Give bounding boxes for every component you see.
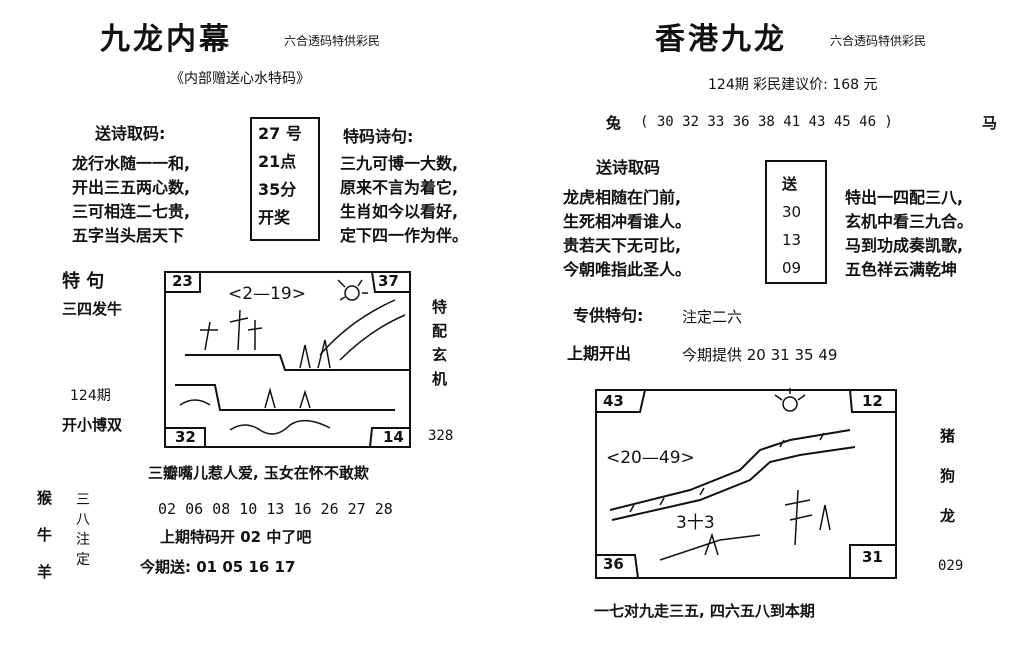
left-issue: 124期 <box>70 388 111 404</box>
right-rabbit-numbers: ( 30 32 33 36 38 41 43 45 46 ) <box>640 114 893 130</box>
side-char: 机 <box>432 370 448 388</box>
left-poem: 三九可博一大数, 原来不言为着它, 生肖如今以看好, 定下四一作为伴。 <box>340 152 468 248</box>
side-zodiac-item: 狗 <box>940 467 956 485</box>
right-side-number: 029 <box>938 558 964 574</box>
right-side-zodiac: 猪 狗 龙 <box>940 416 955 536</box>
side-zodiac-item: 龙 <box>940 507 956 525</box>
right-special-text: 注定二六 <box>682 308 743 326</box>
zodiac-item: 猴 <box>37 489 53 507</box>
right-poem: 特出一四配三八, 玄机中看三九合。 马到功成奏凯歌, 五色祥云满乾坤 <box>845 186 973 282</box>
right-special-label: 专供特句: <box>573 306 644 325</box>
left-corner-tr: 37 <box>378 272 399 290</box>
left-this-issue: 今期送: 01 05 16 17 <box>140 558 296 576</box>
right-title: 香港九龙 <box>655 22 787 57</box>
side-char: 特 <box>432 298 448 316</box>
left-side-vertical: 特 配 玄 机 <box>432 295 447 391</box>
right-rabbit-label: 兔 <box>606 114 622 132</box>
left-send-line: 三可相连二七贵, <box>72 202 191 221</box>
left-special-title: 特 句 <box>62 271 105 292</box>
right-box-number: 13 <box>782 231 802 249</box>
draw-minute: 35分 <box>258 180 297 199</box>
right-send-line: 龙虎相随在门前, <box>563 188 682 207</box>
right-poem-line: 马到功成奏凯歌, <box>845 236 964 255</box>
draw-hour: 21点 <box>258 152 297 171</box>
right-poem-line: 五色祥云满乾坤 <box>845 260 958 279</box>
right-sketch-mid: 3十3 <box>676 513 715 533</box>
right-send-title: 送诗取码 <box>596 158 661 177</box>
right-last-open: 上期开出 <box>567 344 632 363</box>
left-draw-info: 27 号 21点 35分 开奖 <box>258 120 302 232</box>
left-numbers: 02 06 08 10 13 16 26 27 28 <box>158 500 393 518</box>
left-poem-title: 特码诗句: <box>343 127 414 146</box>
side-char: 玄 <box>432 346 448 364</box>
right-poem-line: 玄机中看三九合。 <box>845 212 974 231</box>
zodiac-note-char: 三 <box>76 492 90 508</box>
right-corner-bl: 36 <box>603 555 624 573</box>
zodiac-item: 羊 <box>37 563 53 581</box>
right-box-label: 送 <box>782 175 798 193</box>
left-send-title: 送诗取码: <box>95 124 166 143</box>
left-proverb: 三瓣嘴儿惹人爱, 玉女在怀不敢欺 <box>148 464 369 482</box>
left-sketch-text: <2—19> <box>228 284 306 304</box>
side-char: 配 <box>432 322 448 340</box>
right-corner-tr: 12 <box>862 392 883 410</box>
left-issue-text: 开小博双 <box>62 416 123 434</box>
right-box-number: 09 <box>782 259 802 277</box>
left-zodiac-note: 三 八 注 定 <box>76 490 90 570</box>
left-send-line: 开出三五两心数, <box>72 178 191 197</box>
left-zodiac: 猴 牛 羊 <box>37 480 52 591</box>
right-send-poem: 龙虎相随在门前, 生死相冲看谁人。 贵若天下无可比, 今朝唯指此圣人。 <box>563 186 691 282</box>
zodiac-note-char: 定 <box>76 552 90 568</box>
right-subtitle: 六合透码特供彩民 <box>830 34 927 48</box>
left-special-text: 三四发牛 <box>62 300 123 318</box>
draw-label: 开奖 <box>258 208 291 227</box>
draw-number: 27 号 <box>258 124 302 143</box>
right-this-offer: 今期提供 20 31 35 49 <box>682 346 838 364</box>
left-last-issue: 上期特码开 02 中了吧 <box>160 528 312 546</box>
left-draw-info-box <box>250 117 320 241</box>
side-zodiac-item: 猪 <box>940 427 956 445</box>
left-note: 《内部赠送心水特码》 <box>170 71 310 87</box>
zodiac-note-char: 注 <box>76 532 90 548</box>
right-issue-price: 124期 彩民建议价: 168 元 <box>708 77 878 93</box>
left-corner-bl: 32 <box>175 428 196 446</box>
left-poem-line: 生肖如今以看好, <box>340 202 459 221</box>
right-send-line: 贵若天下无可比, <box>563 236 682 255</box>
right-sketch-text: <20—49> <box>606 448 695 468</box>
right-send-box <box>765 160 827 284</box>
zodiac-item: 牛 <box>37 526 53 544</box>
left-subtitle: 六合透码特供彩民 <box>284 34 381 48</box>
left-title: 九龙内幕 <box>100 22 232 57</box>
left-send-line: 龙行水随一一和, <box>72 154 191 173</box>
left-send-line: 五字当头居天下 <box>72 226 185 245</box>
left-poem-line: 原来不言为着它, <box>340 178 459 197</box>
left-corner-br: 14 <box>383 428 404 446</box>
right-bottom-line: 一七对九走三五, 四六五八到本期 <box>594 602 815 620</box>
left-side-number: 328 <box>428 428 454 444</box>
right-corner-tl: 43 <box>603 392 624 410</box>
left-poem-line: 三九可博一大数, <box>340 154 459 173</box>
right-horse-label: 马 <box>982 114 998 132</box>
right-send-line: 今朝唯指此圣人。 <box>563 260 692 279</box>
right-corner-br: 31 <box>862 548 883 566</box>
zodiac-note-char: 八 <box>76 512 90 528</box>
right-poem-line: 特出一四配三八, <box>845 188 964 207</box>
right-send-box-content: 送 30 13 09 <box>782 170 801 282</box>
left-poem-line: 定下四一作为伴。 <box>340 226 469 245</box>
left-corner-tl: 23 <box>172 272 193 290</box>
left-send-poem: 龙行水随一一和, 开出三五两心数, 三可相连二七贵, 五字当头居天下 <box>72 152 190 248</box>
right-box-number: 30 <box>782 203 802 221</box>
right-send-line: 生死相冲看谁人。 <box>563 212 692 231</box>
